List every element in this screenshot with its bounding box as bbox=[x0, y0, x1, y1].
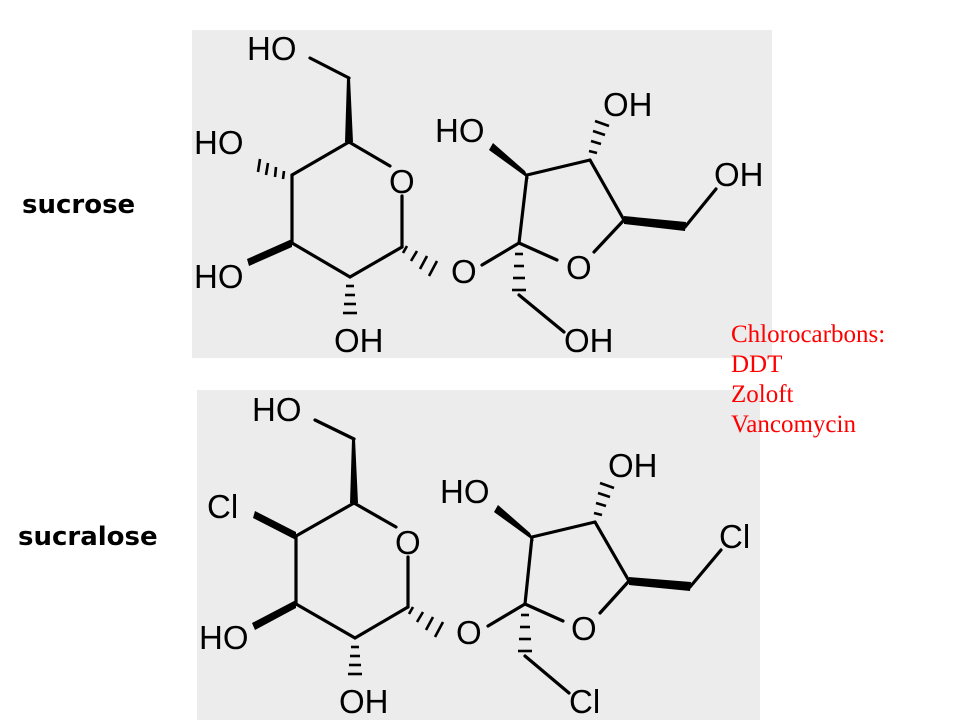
atom-ho-left-upper: HO bbox=[194, 124, 244, 161]
hash-bond bbox=[401, 245, 439, 277]
atom-oh-fructose-top: OH bbox=[608, 447, 658, 484]
atom-ho-left-lower: HO bbox=[194, 258, 244, 295]
hash-bond bbox=[407, 606, 445, 638]
atom-ho-fructose: HO bbox=[435, 112, 485, 149]
atom-glycosidic-o: O bbox=[456, 614, 482, 651]
sucrose-label: sucrose bbox=[22, 190, 136, 220]
atom-ho-top: HO bbox=[252, 391, 302, 428]
atom-ring-o-fructose: O bbox=[571, 610, 597, 647]
sucrose-structure: HO HO O HO OH O HO OH OH O OH bbox=[192, 30, 772, 358]
atom-oh-bottom: OH bbox=[334, 322, 384, 358]
hash-bond bbox=[256, 158, 286, 180]
atom-glycosidic-o: O bbox=[451, 253, 477, 290]
atom-substituent-right: OH bbox=[714, 156, 764, 193]
sucrose-structure-drawing: HO HO O HO OH O HO OH OH O OH bbox=[194, 30, 764, 358]
atom-ho-top: HO bbox=[247, 30, 297, 67]
atom-substituent-right: Cl bbox=[719, 518, 750, 555]
hash-bond bbox=[348, 645, 362, 676]
atom-ring-o-glucose: O bbox=[395, 524, 421, 561]
note-heading: Chlorocarbons: bbox=[731, 321, 886, 348]
note-item: Vancomycin bbox=[731, 411, 856, 438]
atom-ho-fructose: HO bbox=[440, 473, 490, 510]
hash-bond bbox=[588, 119, 610, 155]
sucralose-structure-drawing: HO Cl O HO OH O HO OH Cl O Cl bbox=[199, 391, 750, 720]
atom-oh-fructose-top: OH bbox=[603, 86, 653, 123]
note-item: DDT bbox=[731, 351, 783, 378]
hash-bond bbox=[593, 481, 615, 517]
atom-ho-left-lower: HO bbox=[199, 619, 249, 656]
sucralose-structure: HO Cl O HO OH O HO OH Cl O Cl bbox=[197, 390, 760, 720]
hash-bond bbox=[343, 284, 357, 315]
atom-oh-bottom: OH bbox=[339, 683, 389, 720]
atom-substituent-bottom: OH bbox=[564, 322, 614, 358]
hash-bond bbox=[512, 252, 526, 292]
atom-substituent-bottom: Cl bbox=[569, 683, 600, 720]
chlorocarbons-note: Chlorocarbons: DDT Zoloft Vancomycin bbox=[731, 320, 885, 440]
atom-ring-o-glucose: O bbox=[389, 163, 415, 200]
sucralose-label: sucralose bbox=[18, 522, 158, 552]
note-item: Zoloft bbox=[731, 381, 794, 408]
atom-ring-o-fructose: O bbox=[566, 249, 592, 286]
atom-cl-left: Cl bbox=[207, 488, 238, 525]
hash-bond bbox=[518, 613, 532, 653]
